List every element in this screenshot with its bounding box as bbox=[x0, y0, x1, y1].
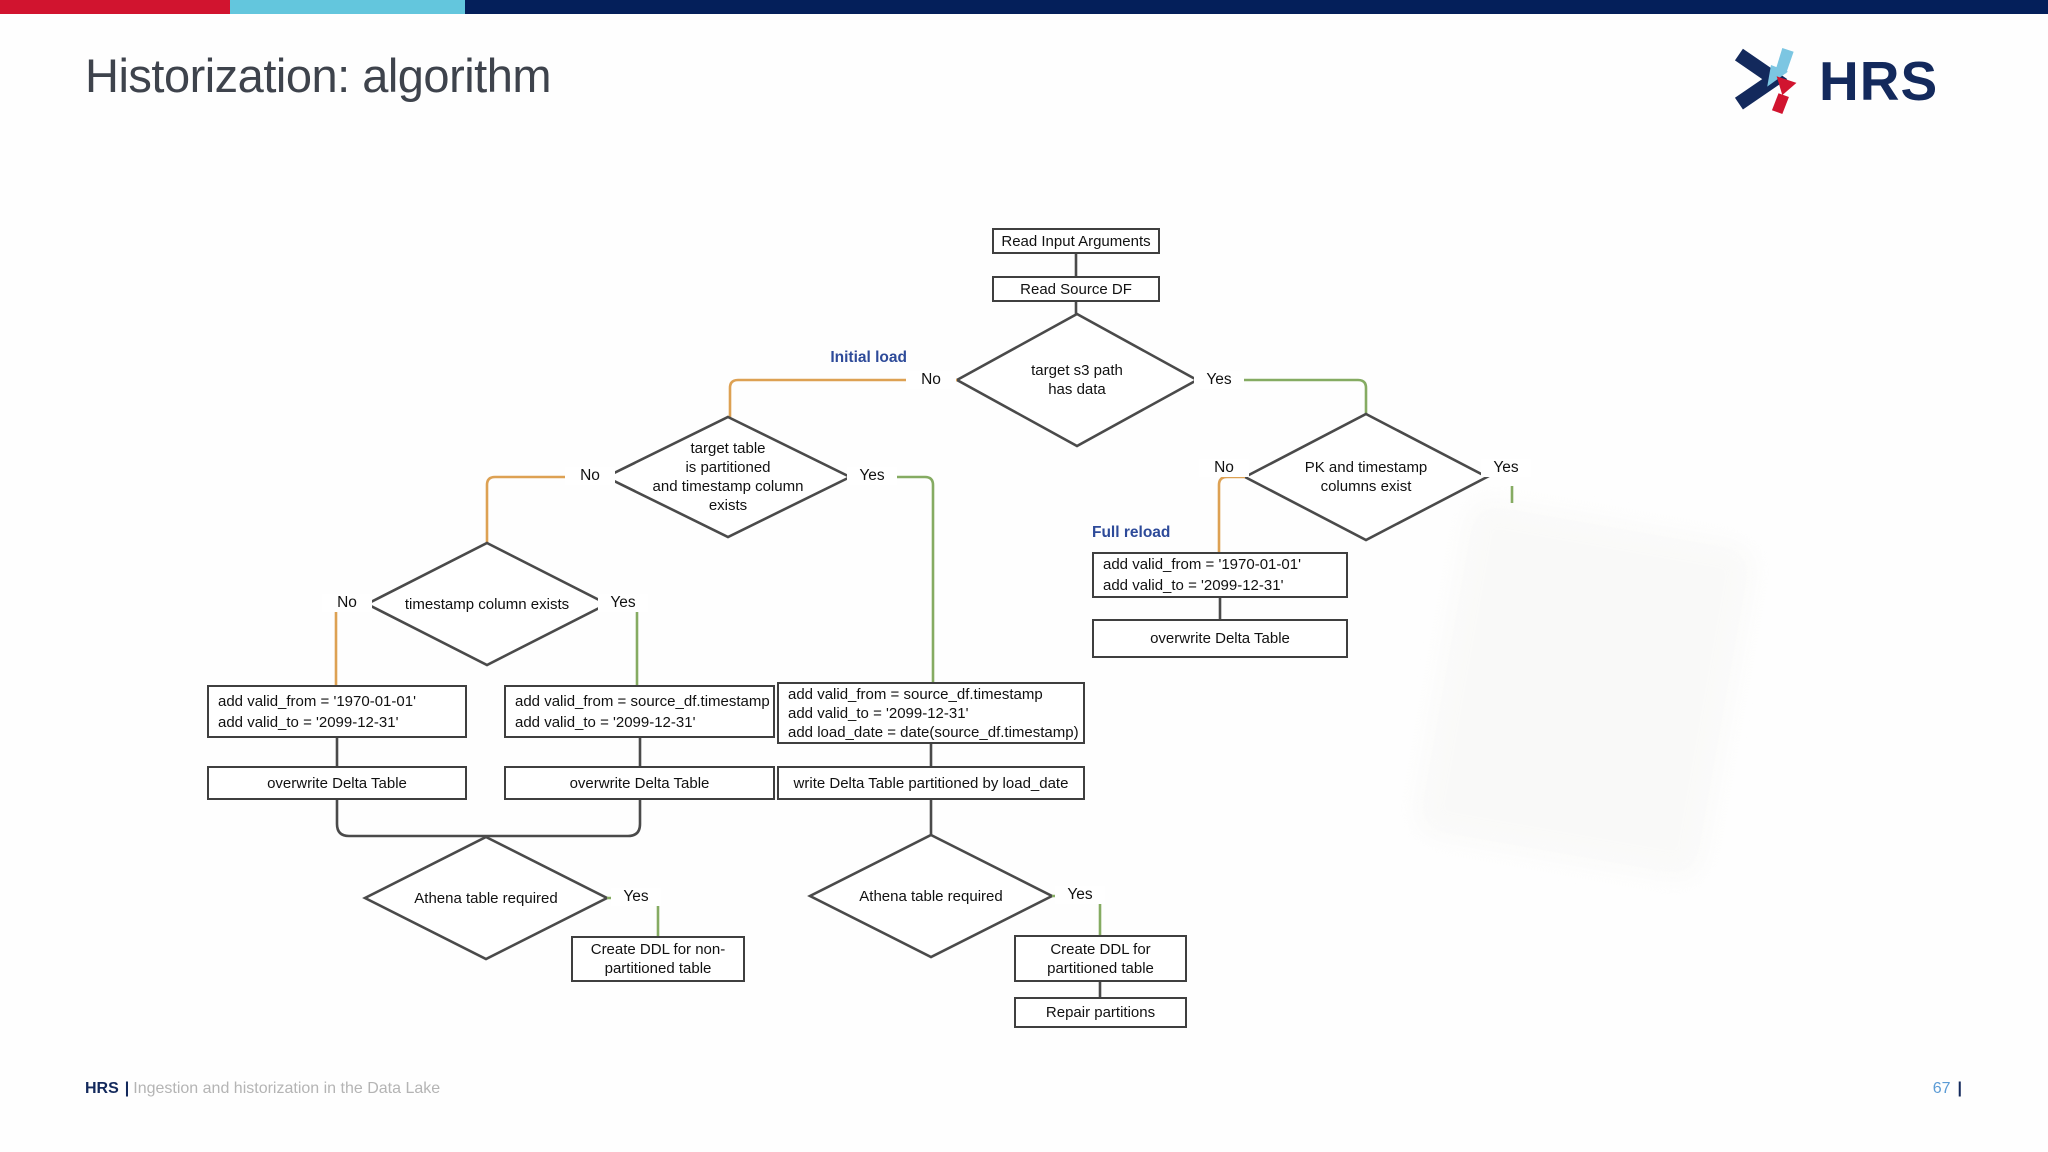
box-add-valid-from-source: add valid_from = source_df.timestamp add… bbox=[504, 685, 775, 738]
edge-timestamp-no bbox=[334, 602, 367, 685]
diamond-partitioned bbox=[603, 415, 853, 539]
hrs-logo-text: HRS bbox=[1819, 50, 1939, 112]
footer-divider: | bbox=[124, 1080, 130, 1097]
label-yes-timestamp: Yes bbox=[598, 594, 648, 612]
box-overwrite-delta-mid: overwrite Delta Table bbox=[504, 766, 775, 800]
label-yes-athena-right: Yes bbox=[1055, 886, 1105, 904]
footer-right: 67 | bbox=[1933, 1080, 1962, 1098]
box-overwrite-delta-left: overwrite Delta Table bbox=[207, 766, 467, 800]
hrs-logo-icon bbox=[1734, 48, 1797, 114]
footer-subtitle: Ingestion and historization in the Data … bbox=[133, 1080, 441, 1097]
page-title: Historization: algorithm bbox=[85, 49, 552, 102]
diamond-pk-timestamp bbox=[1242, 412, 1490, 542]
edge-partitioned-no bbox=[485, 475, 606, 543]
merge-left bbox=[335, 800, 486, 838]
edge-pk-no bbox=[1217, 475, 1245, 552]
diamond-s3-has-data bbox=[954, 312, 1200, 448]
label-no-pk: No bbox=[1199, 459, 1249, 477]
box-full-reload-add-valid: add valid_from = '1970-01-01' add valid_… bbox=[1092, 552, 1348, 598]
merge-right bbox=[486, 800, 642, 838]
box-add-valid-from-1970: add valid_from = '1970-01-01' add valid_… bbox=[207, 685, 467, 738]
label-yes-athena-left: Yes bbox=[611, 888, 661, 906]
label-yes-partitioned: Yes bbox=[847, 467, 897, 485]
label-yes-pk: Yes bbox=[1481, 459, 1531, 477]
diamond-athena-left bbox=[362, 835, 610, 961]
box-read-source-df: Read Source DF bbox=[992, 276, 1160, 302]
diamond-timestamp-exists bbox=[364, 541, 610, 667]
edge-s3-yes bbox=[1197, 378, 1368, 414]
hrs-logo: HRS bbox=[1733, 48, 1938, 114]
box-read-input-arguments: Read Input Arguments bbox=[992, 228, 1160, 254]
topbar-lightblue-segment bbox=[230, 0, 465, 14]
footer-brand: HRS bbox=[85, 1080, 119, 1097]
label-yes-s3: Yes bbox=[1194, 371, 1244, 389]
diamond-athena-right bbox=[807, 833, 1055, 959]
box-add-valid-from-source-loaddate: add valid_from = source_df.timestamp add… bbox=[777, 682, 1085, 744]
label-full-reload: Full reload bbox=[1092, 524, 1171, 541]
edge-timestamp-yes bbox=[607, 602, 639, 685]
footer-left: HRS |Ingestion and historization in the D… bbox=[85, 1080, 440, 1098]
box-repair-partitions: Repair partitions bbox=[1014, 997, 1187, 1028]
page-divider: | bbox=[1957, 1080, 1962, 1097]
label-no-timestamp: No bbox=[322, 594, 372, 612]
box-create-ddl-partitioned: Create DDL for partitioned table bbox=[1014, 935, 1187, 982]
topbar-red-segment bbox=[0, 0, 230, 14]
box-write-delta-partitioned: write Delta Table partitioned by load_da… bbox=[777, 766, 1085, 800]
edge-partitioned-yes bbox=[850, 475, 935, 682]
box-overwrite-delta-right: overwrite Delta Table bbox=[1092, 619, 1348, 658]
box-create-ddl-nonpartitioned: Create DDL for non- partitioned table bbox=[571, 936, 745, 982]
label-no-partitioned: No bbox=[565, 467, 615, 485]
edge-s3-no bbox=[728, 378, 957, 417]
topbar-navy-segment bbox=[465, 0, 2048, 14]
label-no-s3: No bbox=[906, 371, 956, 389]
label-initial-load: Initial load bbox=[830, 349, 907, 366]
page-number: 67 bbox=[1932, 1080, 1951, 1097]
